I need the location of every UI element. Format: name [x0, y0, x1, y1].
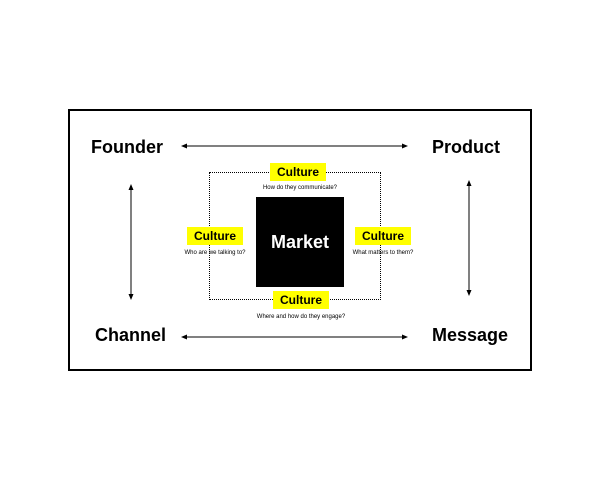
- culture-tag-top: Culture: [270, 163, 326, 181]
- founder-label: Founder: [91, 137, 163, 157]
- culture-question-top: How do they communicate?: [262, 185, 338, 191]
- culture-tag-bottom: Culture: [273, 291, 329, 309]
- diagram-frame: [68, 109, 532, 371]
- product-label: Product: [432, 137, 501, 157]
- market-label: Market: [270, 231, 330, 252]
- channel-label: Channel: [95, 325, 167, 345]
- culture-question-bottom: Where and how do they engage?: [256, 314, 346, 320]
- culture-question-right: What matters to them?: [352, 250, 414, 256]
- market-box: Market: [256, 197, 344, 287]
- culture-tag-left: Culture: [187, 227, 243, 245]
- culture-tag-right: Culture: [355, 227, 411, 245]
- message-label: Message: [432, 325, 509, 345]
- culture-question-left: Who are we talking to?: [184, 250, 246, 256]
